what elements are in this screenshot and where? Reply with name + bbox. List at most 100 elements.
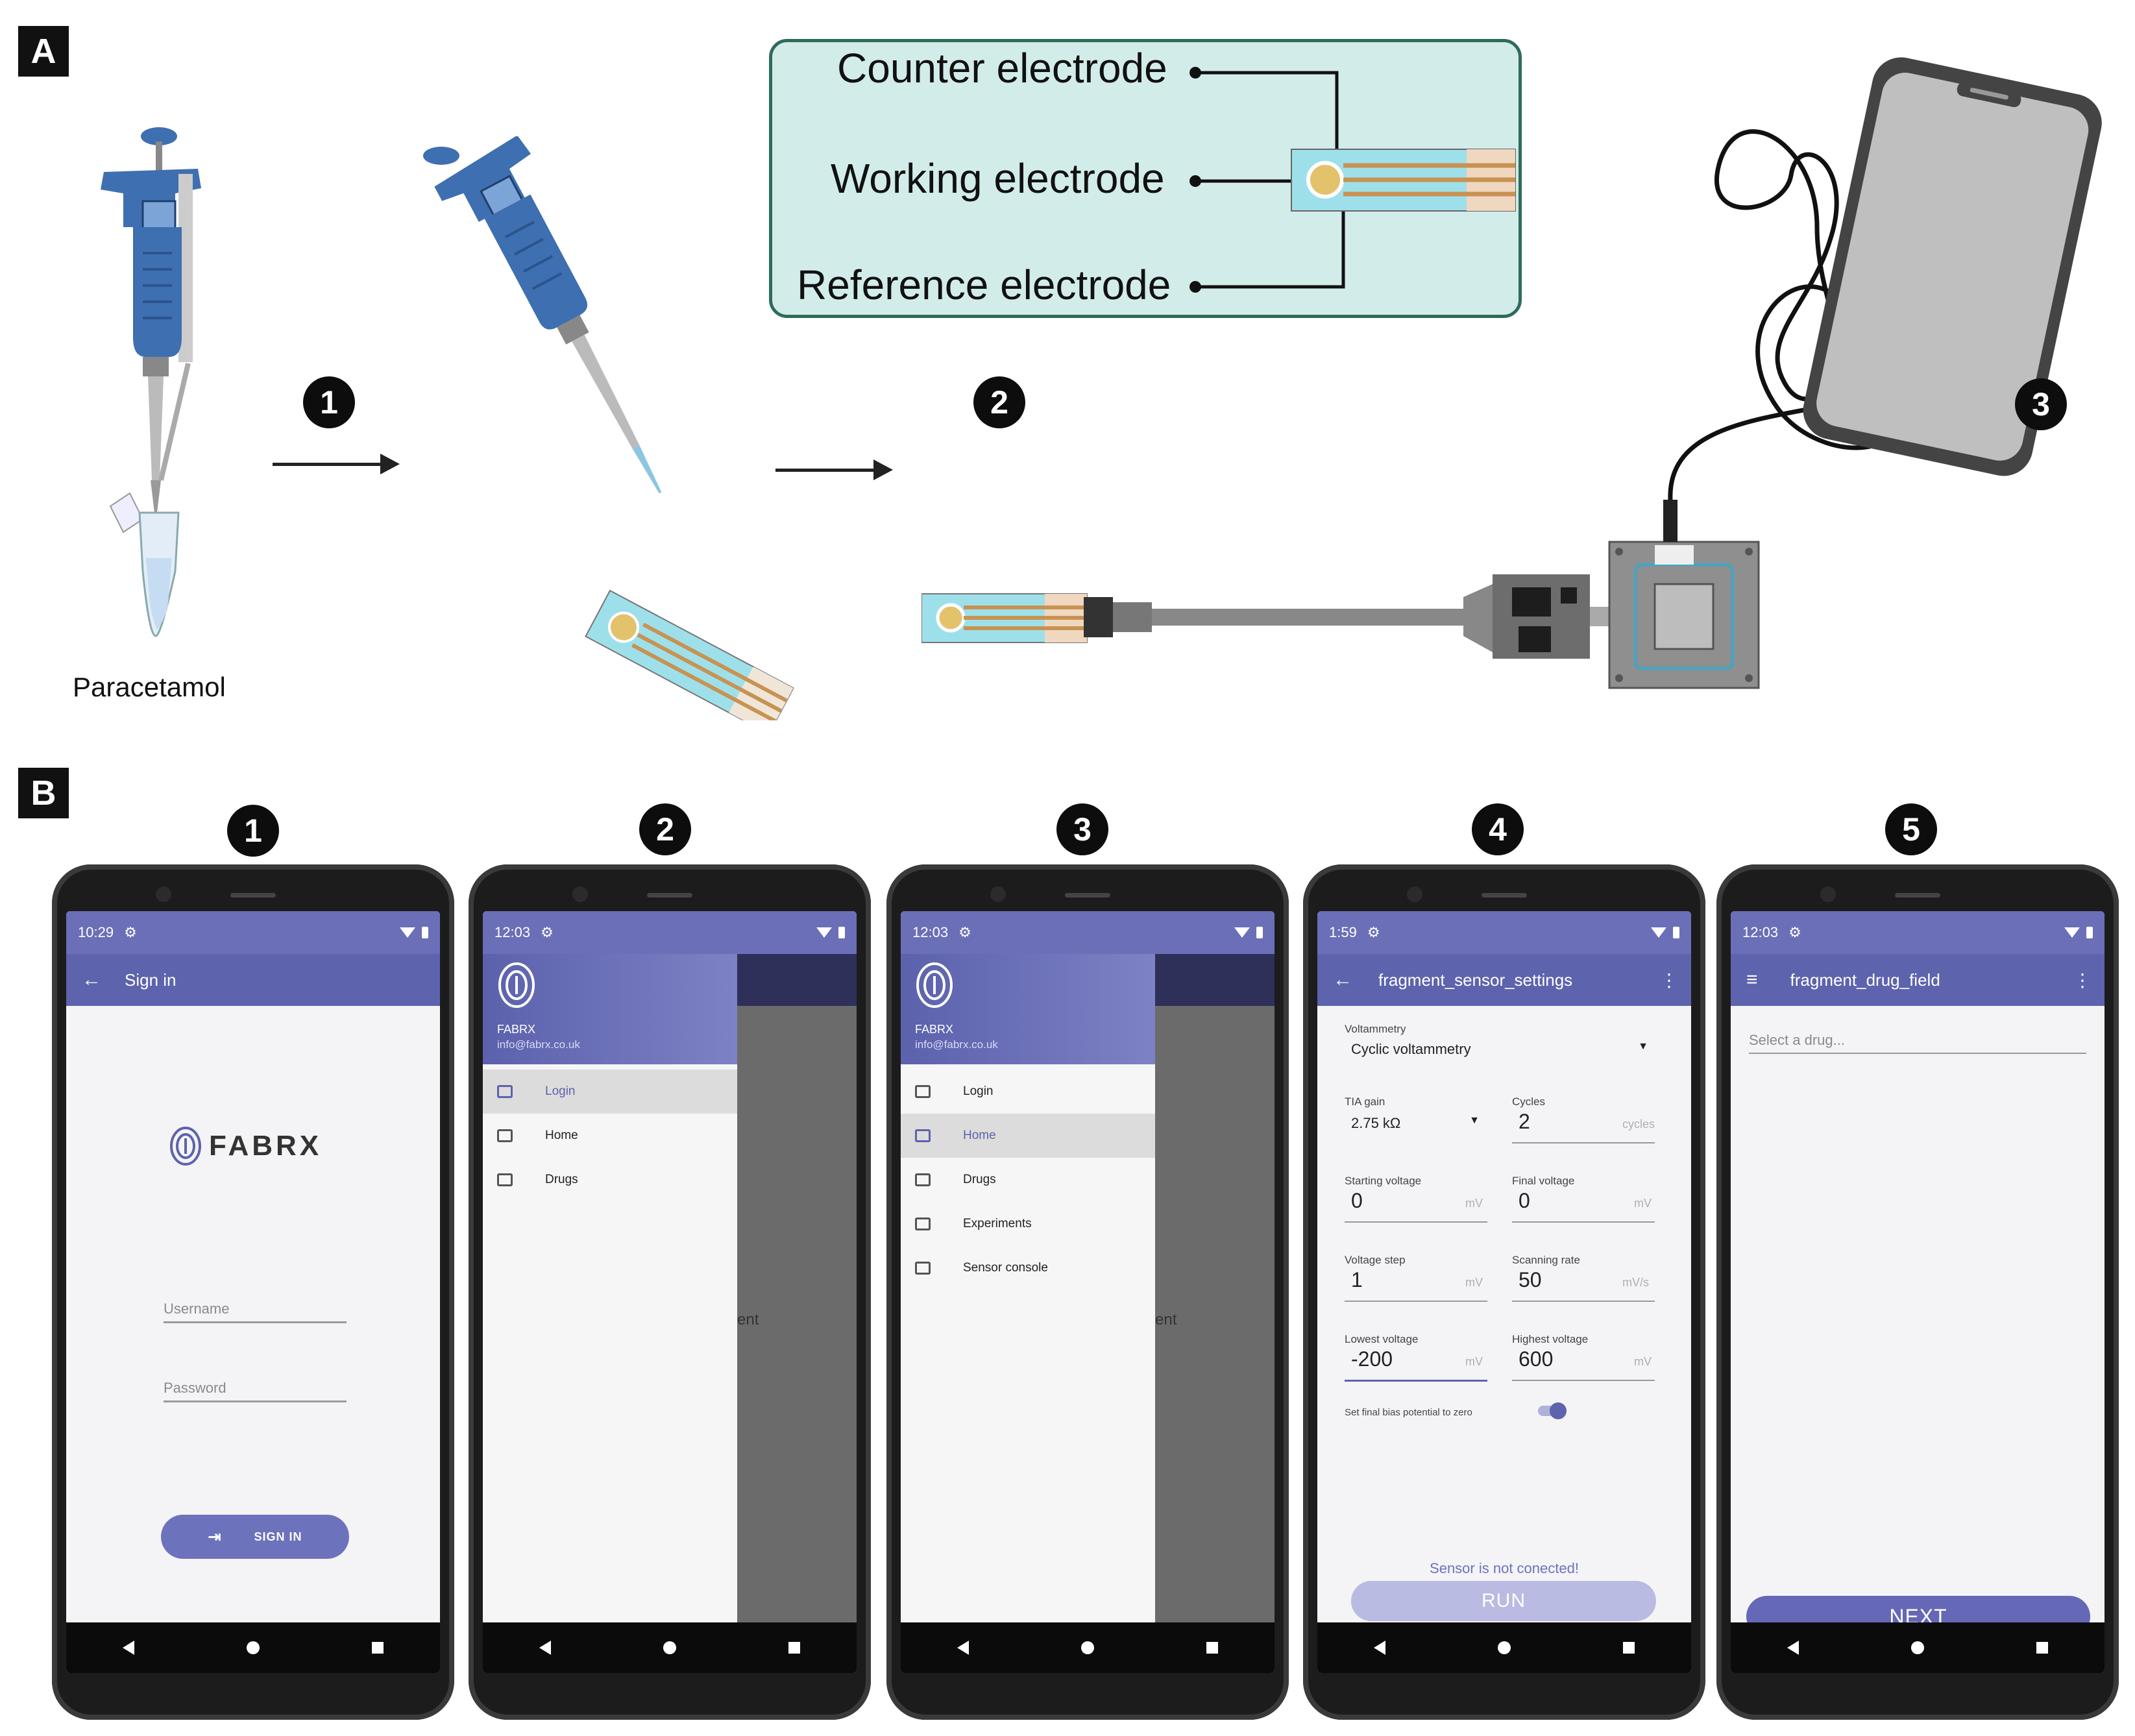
drawer-scrim[interactable]: ent: [737, 954, 857, 1622]
gear-icon: ⚙: [1788, 924, 1801, 940]
voltammetry-label: Voltammetry: [1345, 1023, 1406, 1035]
pipette-dispensing-illustration: [423, 136, 794, 720]
fingerprint-icon: [498, 962, 535, 1008]
final-voltage-label: Final voltage: [1512, 1175, 1575, 1187]
drawer-item-home[interactable]: Home: [483, 1114, 737, 1158]
battery-icon: [2086, 927, 2093, 938]
drawer-screen: 12:03 ⚙ ent FABRX info@fabrx.co.uk Login…: [901, 911, 1275, 1673]
nav-back-icon[interactable]: [1373, 1641, 1385, 1655]
overflow-menu-icon[interactable]: ⋮: [1660, 970, 1678, 990]
app-bar: ← Sign in: [66, 954, 440, 1006]
drawer-item-home[interactable]: Home: [901, 1114, 1155, 1158]
gear-icon: ⚙: [1367, 924, 1380, 940]
phone-speaker: [1065, 893, 1110, 898]
username-input[interactable]: Username: [164, 1301, 347, 1323]
fingerprint-icon: [170, 1127, 201, 1166]
drawer-item-login[interactable]: Login: [483, 1070, 737, 1114]
drawer-item-label: Experiments: [963, 1217, 1032, 1230]
status-bar: 10:29 ⚙: [66, 911, 440, 954]
status-time: 10:29: [78, 924, 114, 940]
cycles-input[interactable]: 2: [1519, 1110, 1530, 1133]
panel-label-a: A: [18, 26, 69, 77]
drawer-item-label: Login: [963, 1084, 994, 1098]
electrode-strip-diagram: [1190, 67, 1516, 293]
gear-icon: ⚙: [541, 924, 554, 940]
step-badge-2: 2: [973, 376, 1025, 428]
nav-recent-icon[interactable]: [788, 1642, 801, 1654]
hamburger-menu-icon[interactable]: ≡: [1746, 969, 1758, 990]
voltage-step-input[interactable]: 1: [1351, 1268, 1363, 1291]
voltage-step-label: Voltage step: [1345, 1254, 1406, 1266]
status-time: 12:03: [1742, 924, 1779, 940]
bias-zero-toggle[interactable]: [1538, 1402, 1567, 1419]
nav-home-icon[interactable]: [663, 1641, 676, 1654]
phone-speaker: [1482, 893, 1527, 898]
nav-home-icon[interactable]: [1497, 1641, 1511, 1654]
status-time: 12:03: [912, 924, 949, 940]
nav-recent-icon[interactable]: [1623, 1642, 1635, 1654]
nav-back-icon[interactable]: [957, 1641, 969, 1655]
scanning-rate-label: Scanning rate: [1512, 1254, 1580, 1266]
password-input[interactable]: Password: [164, 1380, 347, 1402]
phone-step-badge-4: 4: [1472, 803, 1524, 855]
drawer-email: info@fabrx.co.uk: [915, 1038, 998, 1051]
scanning-rate-input[interactable]: 50: [1519, 1268, 1542, 1291]
phone-speaker: [230, 893, 276, 898]
drawer-brand: FABRX: [915, 1023, 954, 1036]
run-button[interactable]: RUN: [1351, 1581, 1656, 1621]
reference-electrode-label: Reference electrode: [797, 262, 1171, 308]
nav-back-icon[interactable]: [122, 1641, 134, 1655]
tia-gain-label: TIA gain: [1345, 1095, 1385, 1108]
nav-home-icon[interactable]: [1910, 1641, 1924, 1654]
final-voltage-input[interactable]: 0: [1519, 1189, 1530, 1212]
nav-recent-icon[interactable]: [372, 1642, 384, 1654]
phone-speaker: [647, 893, 692, 898]
phone-camera: [1407, 886, 1422, 902]
nav-home-icon[interactable]: [1080, 1641, 1094, 1654]
nav-back-icon[interactable]: [1787, 1641, 1799, 1655]
sensor-potentiostat-phone-illustration: [921, 57, 2102, 689]
drawer-item-experiments[interactable]: Experiments: [901, 1202, 1155, 1246]
tia-gain-dropdown[interactable]: 2.75 kΩ ▼: [1351, 1115, 1487, 1141]
drawer-item-drugs[interactable]: Drugs: [901, 1158, 1155, 1202]
camera-icon: [915, 1085, 931, 1098]
cycles-label: Cycles: [1512, 1095, 1546, 1108]
drawer-item-login[interactable]: Login: [901, 1070, 1155, 1114]
field-underline-focused: [1345, 1380, 1487, 1382]
status-bar: 12:03 ⚙: [483, 911, 857, 954]
phone-camera: [572, 886, 588, 902]
field-underline: [1345, 1301, 1487, 1302]
sign-in-button[interactable]: ⇥ SIGN IN: [161, 1515, 349, 1559]
drawer-scrim[interactable]: ent: [1155, 954, 1275, 1622]
starting-voltage-input[interactable]: 0: [1351, 1189, 1363, 1212]
field-underline: [1512, 1142, 1655, 1143]
lowest-voltage-input[interactable]: -200: [1351, 1347, 1393, 1371]
starting-voltage-unit: mV: [1465, 1197, 1483, 1210]
dropdown-arrow-icon: ▼: [1638, 1041, 1648, 1052]
bias-zero-label: Set final bias potential to zero: [1345, 1407, 1472, 1418]
back-arrow-icon[interactable]: ←: [1333, 969, 1352, 990]
nav-recent-icon[interactable]: [1206, 1642, 1219, 1654]
camera-icon: [497, 1085, 513, 1098]
drawer-header: FABRX info@fabrx.co.uk: [901, 954, 1155, 1064]
phone-camera: [156, 886, 171, 902]
dimmed-app-bar: [1155, 954, 1275, 1006]
status-bar: 12:03 ⚙: [1731, 911, 2104, 954]
phone-step-badge-5: 5: [1885, 803, 1937, 855]
screen-title: fragment_drug_field: [1790, 970, 1940, 990]
nav-back-icon[interactable]: [539, 1641, 551, 1655]
nav-home-icon[interactable]: [246, 1641, 260, 1654]
drug-select-input[interactable]: Select a drug...: [1749, 1032, 2086, 1054]
nav-recent-icon[interactable]: [2036, 1642, 2049, 1654]
step-badge-3: 3: [2015, 378, 2067, 430]
drawer-screen: 12:03 ⚙ ent FABRX info@fabrx.co.uk Login…: [483, 911, 857, 1673]
back-arrow-icon[interactable]: ←: [82, 969, 101, 990]
highest-voltage-input[interactable]: 600: [1519, 1347, 1554, 1371]
drawer-item-drugs[interactable]: Drugs: [483, 1158, 737, 1202]
drawer-item-sensor-console[interactable]: Sensor console: [901, 1246, 1155, 1290]
overflow-menu-icon[interactable]: ⋮: [2073, 970, 2092, 990]
lowest-voltage-unit: mV: [1465, 1355, 1483, 1368]
navigation-drawer: FABRX info@fabrx.co.uk Login Home Drugs …: [901, 954, 1155, 1622]
voltammetry-dropdown[interactable]: Cyclic voltammetry ▼: [1351, 1041, 1656, 1067]
screen-title: Sign in: [125, 970, 177, 990]
